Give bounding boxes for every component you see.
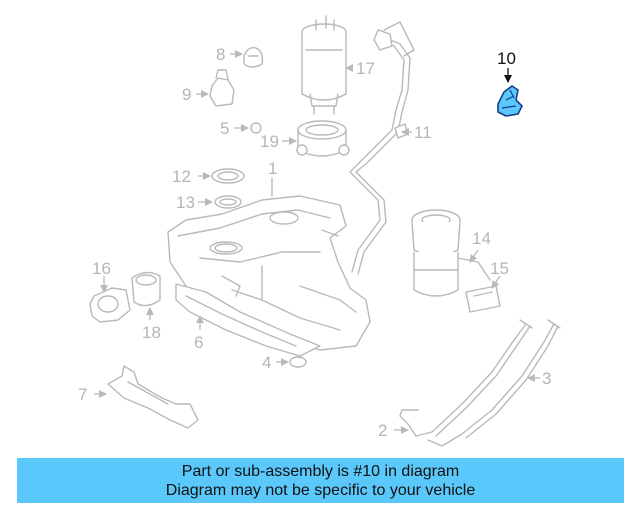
- callout-1: 1: [268, 159, 277, 178]
- callout-11: 11: [414, 123, 432, 142]
- callout-3: 3: [542, 369, 551, 388]
- pump-retainer: [131, 271, 161, 320]
- callout-7: 7: [78, 385, 87, 404]
- callout-14: 14: [472, 229, 491, 248]
- callout-18: 18: [142, 323, 161, 342]
- heat-shield: [175, 283, 321, 357]
- callout-2: 2: [378, 421, 387, 440]
- callout-15: 15: [490, 259, 509, 278]
- fuel-valve: [196, 69, 235, 107]
- callout-10: 10: [497, 49, 516, 68]
- callout-17: 17: [356, 59, 375, 78]
- support-bracket: [94, 365, 199, 429]
- callout-13: 13: [176, 193, 195, 212]
- tank-seal-ring: [198, 168, 245, 184]
- fuel-clip: [234, 122, 262, 134]
- part-10-highlighted: [497, 68, 523, 117]
- fuel-pump-strainer: [89, 276, 131, 323]
- banner-line-disclaimer: Diagram may not be specific to your vehi…: [165, 481, 476, 499]
- fuel-level-sender: [465, 275, 501, 313]
- info-banner: Part or sub-assembly is #10 in diagram D…: [17, 458, 624, 503]
- callout-4: 4: [262, 353, 271, 372]
- fuel-cap-plug: [230, 46, 264, 68]
- callout-16: 16: [92, 259, 111, 278]
- callout-6: 6: [194, 333, 203, 352]
- callout-5: 5: [220, 119, 229, 138]
- banner-line-part-number: Part or sub-assembly is #10 in diagram: [181, 462, 460, 480]
- drain-plug: [276, 356, 307, 368]
- tank-gasket: [198, 195, 242, 209]
- callout-19: 19: [260, 132, 279, 151]
- filler-vent-line: [349, 21, 415, 275]
- fuel-pump-module: [411, 209, 491, 297]
- tank-straps: [394, 319, 561, 447]
- callout-labels: 1 2 3 4 5 6 7 8 9 10 11 12 13 14 15 16 1…: [78, 45, 551, 440]
- callout-9: 9: [182, 85, 191, 104]
- callout-12: 12: [172, 167, 191, 186]
- callout-8: 8: [216, 45, 225, 64]
- filter-bracket: [282, 120, 350, 157]
- fuel-filter: [301, 15, 353, 115]
